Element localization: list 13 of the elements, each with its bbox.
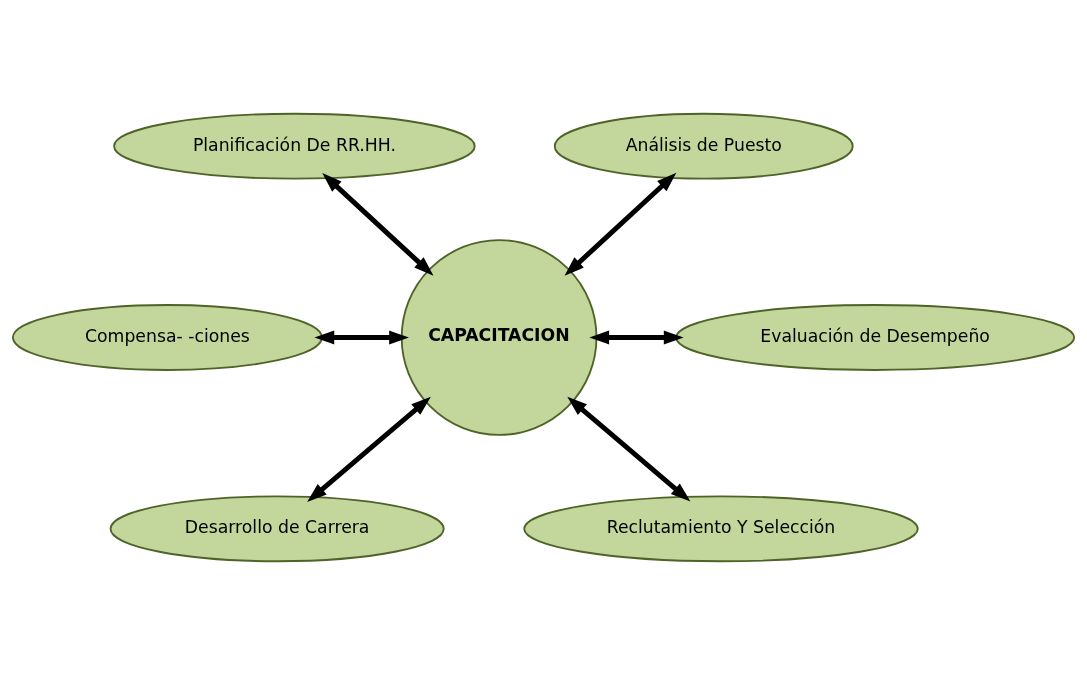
node-ellipse: Desarrollo de Carrera xyxy=(109,495,445,563)
arrow xyxy=(564,172,677,276)
node-ellipse: Reclutamiento Y Selección xyxy=(523,495,919,563)
node-ellipse: Evaluación de Desempeño xyxy=(675,304,1076,371)
node-ellipse: Análisis de Puesto xyxy=(553,112,854,180)
arrow xyxy=(589,330,684,345)
arrow xyxy=(314,330,409,345)
node-ellipse: Planificación De RR.HH. xyxy=(113,112,476,180)
arrow xyxy=(322,173,434,276)
node-circle: CAPACITACION xyxy=(400,239,598,436)
arrow xyxy=(307,396,431,503)
arrow xyxy=(567,396,691,502)
node-ellipse: Compensa- -ciones xyxy=(11,304,323,371)
